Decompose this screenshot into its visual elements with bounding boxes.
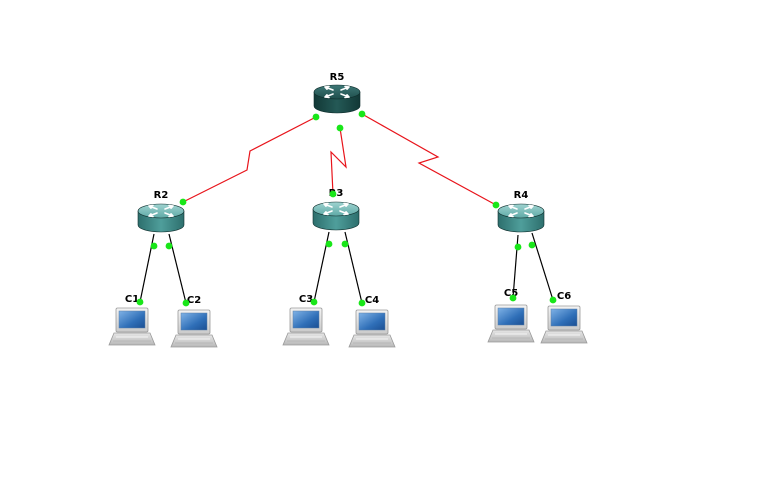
computer-label: C3 (299, 294, 313, 305)
computer-icon (348, 309, 396, 348)
computer-label: C1 (125, 294, 139, 305)
serial-link-r5-r3[interactable] (330, 127, 347, 195)
computer-c3[interactable]: C3 (282, 294, 330, 346)
computer-c1[interactable]: C1 (108, 294, 156, 346)
port-status-r3-c4-0 (341, 240, 349, 248)
port-status-r5-r4-0 (358, 110, 366, 118)
port-status-r5-r3-0 (336, 124, 344, 132)
router-label: R5 (330, 72, 345, 83)
computer-icon (487, 304, 535, 343)
port-status-r2-c1-1 (136, 298, 144, 306)
computer-icon (170, 309, 218, 348)
computer-icon (282, 307, 330, 346)
serial-link-r5-r2[interactable] (182, 116, 317, 203)
ethernet-link-r4-c6[interactable] (531, 232, 554, 301)
port-status-r4-c6-1 (549, 296, 557, 304)
router-label: R4 (514, 190, 529, 201)
router-r4[interactable]: R4 (497, 190, 545, 233)
port-status-r5-r4-1 (492, 201, 500, 209)
computer-c6[interactable]: C6 (540, 291, 588, 344)
computer-c4[interactable]: C4 (348, 295, 396, 348)
port-status-r5-r3-1 (329, 190, 337, 198)
port-status-r5-r2-0 (312, 113, 320, 121)
computer-label: C2 (187, 295, 201, 306)
serial-link-r5-r4[interactable] (361, 113, 497, 206)
port-status-r2-c2-0 (165, 242, 173, 250)
port-status-r3-c3-1 (310, 298, 318, 306)
port-status-r3-c4-1 (358, 299, 366, 307)
computer-c5[interactable]: C5 (487, 288, 535, 343)
port-status-r3-c3-0 (325, 240, 333, 248)
computer-c2[interactable]: C2 (170, 295, 218, 348)
computer-label: C4 (365, 295, 379, 306)
port-status-r4-c6-0 (528, 241, 536, 249)
port-status-r5-r2-1 (179, 198, 187, 206)
port-status-r4-c5-0 (514, 243, 522, 251)
computer-label: C5 (504, 288, 518, 299)
computer-icon (540, 305, 588, 344)
port-status-r2-c2-1 (182, 299, 190, 307)
router-icon (313, 84, 361, 114)
router-r2[interactable]: R2 (137, 190, 185, 233)
router-icon (312, 201, 360, 231)
port-status-r2-c1-0 (150, 242, 158, 250)
router-r5[interactable]: R5 (313, 72, 361, 114)
computer-icon (108, 307, 156, 346)
router-label: R2 (154, 190, 169, 201)
computer-label: C6 (557, 291, 571, 302)
port-status-r4-c5-1 (509, 294, 517, 302)
router-icon (497, 203, 545, 233)
ports-layer (136, 110, 557, 307)
router-icon (137, 203, 185, 233)
